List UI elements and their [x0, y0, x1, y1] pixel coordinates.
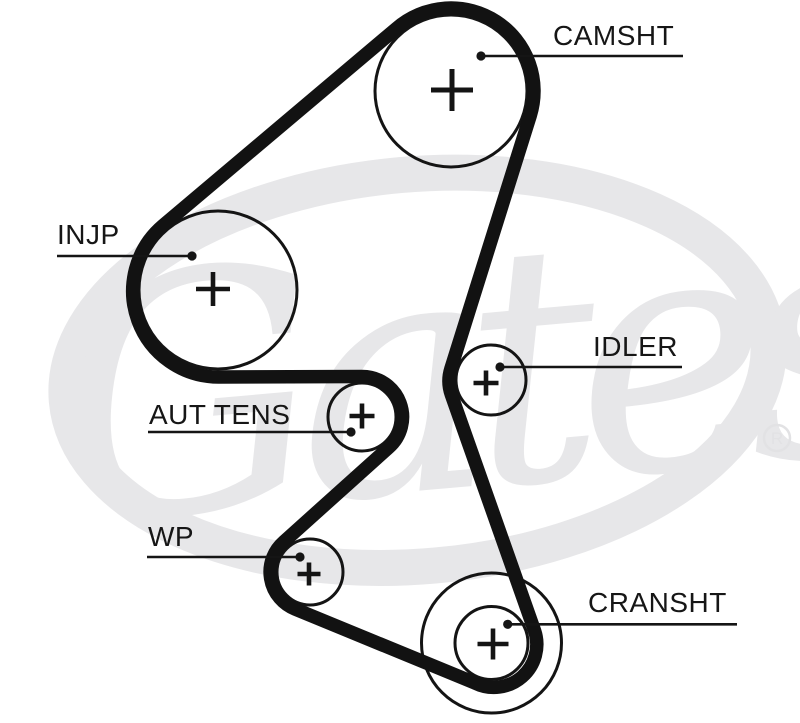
watermark-registered-mark: R	[762, 423, 792, 453]
water-pump-center-mark	[297, 562, 321, 586]
idler-center-mark	[473, 370, 499, 396]
crankshaft-label: CRANSHT	[588, 587, 727, 618]
water-pump-leader-dot	[295, 552, 305, 562]
gates-watermark: Gates	[41, 143, 800, 599]
watermark-swoosh-ellipse	[48, 154, 787, 587]
injection-pump-leader-dot	[187, 251, 197, 261]
timing-belt-path	[125, 1, 544, 695]
camshaft-pulley	[373, 13, 529, 169]
camshaft-label: CAMSHT	[553, 20, 674, 51]
crankshaft-leader-dot	[503, 619, 513, 629]
registered-mark-letter: R	[771, 429, 783, 448]
water-pump-pulley	[275, 537, 345, 607]
idler-label: IDLER	[593, 331, 678, 362]
camshaft-center-mark	[431, 69, 473, 111]
idler-pulley	[454, 343, 528, 417]
auto-tensioner-label: AUT TENS	[149, 399, 290, 430]
water-pump-label: WP	[148, 521, 194, 552]
idler-leader-dot	[495, 362, 505, 372]
crankshaft-pulley-outer-flange	[420, 571, 563, 715]
registered-mark-circle	[762, 423, 792, 453]
injection-pump-label: INJP	[57, 219, 120, 250]
camshaft-leader-dot	[476, 51, 486, 61]
auto-tensioner-leader-dot	[346, 427, 356, 437]
auto-tensioner-center-mark	[349, 403, 375, 429]
crankshaft-center-mark	[477, 628, 509, 660]
injection-pump-center-mark	[196, 272, 230, 306]
crankshaft-pulley-inner	[453, 605, 530, 681]
